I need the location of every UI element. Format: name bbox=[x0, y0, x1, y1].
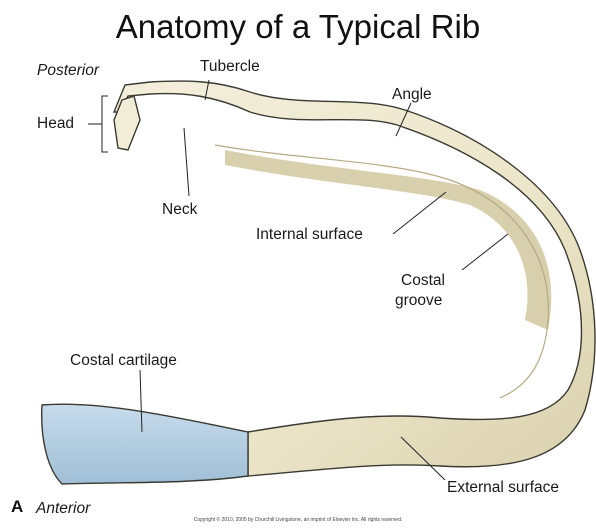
label-external-surface: External surface bbox=[447, 479, 559, 497]
leader-internal-surface bbox=[393, 192, 446, 234]
label-posterior: Posterior bbox=[37, 62, 99, 80]
costal-cartilage-shape bbox=[42, 404, 248, 484]
label-internal-surface: Internal surface bbox=[256, 226, 363, 244]
label-costal-groove-2: groove bbox=[395, 292, 442, 310]
leader-costal-groove bbox=[462, 234, 508, 270]
rib-body bbox=[114, 81, 595, 476]
label-tubercle: Tubercle bbox=[200, 58, 260, 76]
label-costal-cartilage: Costal cartilage bbox=[70, 352, 177, 370]
label-angle: Angle bbox=[392, 86, 432, 104]
label-costal-groove-1: Costal bbox=[401, 272, 445, 290]
head-bracket bbox=[102, 96, 108, 152]
label-neck: Neck bbox=[162, 201, 197, 219]
figure-letter: A bbox=[11, 497, 23, 517]
label-anterior: Anterior bbox=[36, 500, 90, 518]
leader-neck bbox=[184, 128, 189, 196]
label-head: Head bbox=[37, 115, 74, 133]
copyright-notice: Copyright © 2010, 2005 by Churchill Livi… bbox=[0, 517, 596, 523]
